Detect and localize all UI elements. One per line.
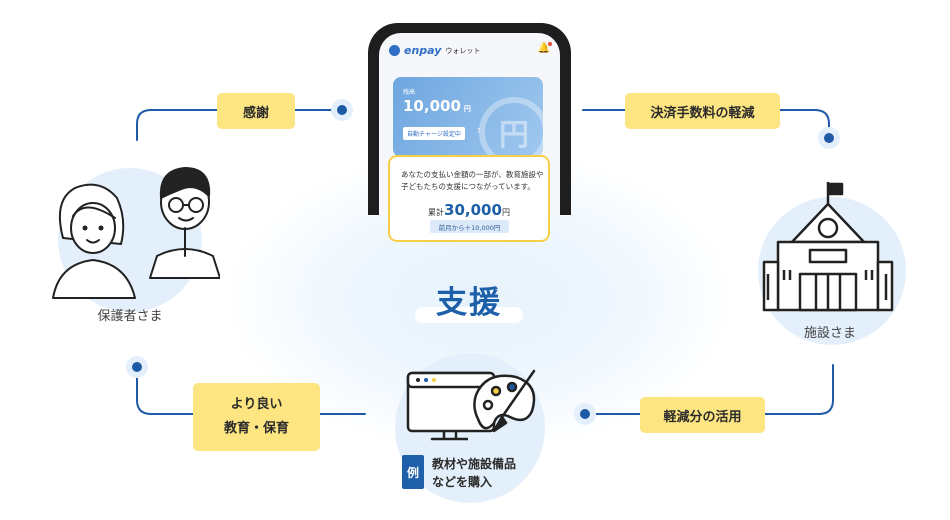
connector-facility-to-use xyxy=(764,364,834,415)
help-icon[interactable]: ? xyxy=(477,127,481,135)
popup-total-label: 累計 xyxy=(428,208,445,217)
tag-better-education-line-2: 教育・保育 xyxy=(223,421,289,436)
person-icon xyxy=(149,167,220,279)
notification-dot xyxy=(548,42,552,46)
tag-fee-reduction: 決済手数料の軽減 xyxy=(625,93,780,129)
support-total-popup: あなたの支払い金額の一部が、教育施設や子どもたちの支援につながっています。 累計… xyxy=(388,155,550,242)
app-header: enpay ウォレット xyxy=(389,44,480,57)
popup-total-unit: 円 xyxy=(501,208,510,217)
tag-thanks: 感謝 xyxy=(217,93,295,129)
popup-total-amount: 30,000 xyxy=(444,201,502,219)
example-badge: 例 xyxy=(402,455,424,489)
app-brand: enpay xyxy=(404,44,442,57)
popup-total: 累計30,000円 xyxy=(390,200,548,219)
popup-monthly-diff: 前月から＋10,000円 xyxy=(430,220,509,233)
center-support-label: 支援 xyxy=(415,277,523,325)
connector-parents-to-thanks xyxy=(136,109,218,141)
tag-use-of-savings: 軽減分の活用 xyxy=(640,397,765,433)
example-line-2: などを購入 xyxy=(432,475,493,489)
example-text: 教材や施設備品 などを購入 xyxy=(432,455,516,491)
connector-dots xyxy=(126,99,840,425)
balance-unit: 円 xyxy=(463,105,471,113)
bell-icon[interactable]: 🔔 xyxy=(537,43,550,54)
balance-label: 残高 xyxy=(403,89,416,96)
monitor-icon xyxy=(406,371,496,441)
parents-illustration xyxy=(52,167,220,299)
tag-better-education: より良い 教育・保育 xyxy=(193,383,320,451)
example-line-1: 教材や施設備品 xyxy=(432,457,517,471)
balance-amount-value: 10,000 xyxy=(403,97,461,115)
parents-label: 保護者さま xyxy=(97,309,163,324)
yen-coin-icon: 円 xyxy=(479,97,543,157)
connector-better-to-parents xyxy=(136,366,194,415)
auto-charge-badge[interactable]: 自動チャージ設定中 xyxy=(403,127,465,140)
center-label-pill xyxy=(415,307,523,323)
enpay-logo-icon xyxy=(389,45,400,56)
app-wallet-label: ウォレット xyxy=(445,46,481,55)
tag-better-education-line-1: より良い xyxy=(230,397,283,412)
school-building-icon xyxy=(762,182,894,312)
person-icon xyxy=(52,183,136,299)
popup-message: あなたの支払い金額の一部が、教育施設や子どもたちの支援につながっています。 xyxy=(401,170,544,191)
paint-palette-icon xyxy=(473,369,536,433)
center-label-text: 支援 xyxy=(436,285,502,321)
materials-illustration xyxy=(406,369,536,441)
facility-label: 施設さま xyxy=(803,326,856,341)
connector-fee-to-facility xyxy=(779,109,830,139)
